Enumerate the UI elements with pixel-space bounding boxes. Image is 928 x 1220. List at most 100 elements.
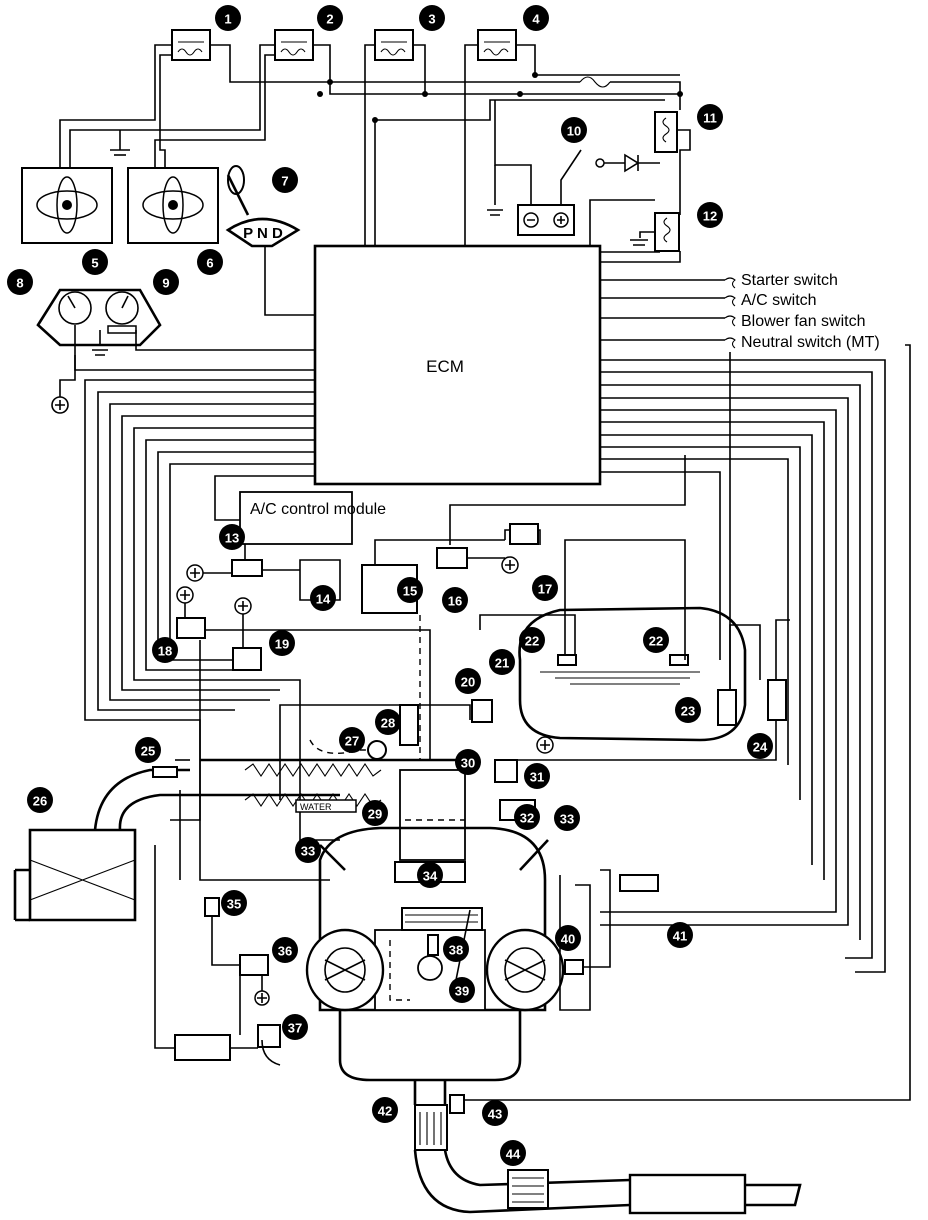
callout-36: 36 bbox=[272, 937, 298, 963]
callout-31: 31 bbox=[524, 763, 550, 789]
callout-number: 20 bbox=[461, 675, 475, 690]
radiator-fan-5 bbox=[21, 167, 113, 244]
callout-5: 5 bbox=[82, 249, 108, 275]
callout-number: 10 bbox=[567, 124, 581, 139]
callout-39: 39 bbox=[449, 977, 475, 1003]
callout-number: 21 bbox=[495, 656, 509, 671]
callout-13: 13 bbox=[219, 524, 245, 550]
callout-34: 34 bbox=[417, 862, 443, 888]
callout-number: 29 bbox=[368, 807, 382, 822]
callout-26: 26 bbox=[27, 787, 53, 813]
callout-number: 1 bbox=[224, 12, 231, 27]
callout-27: 27 bbox=[339, 727, 365, 753]
callout-number: 34 bbox=[423, 869, 438, 884]
label-ac-switch: A/C switch bbox=[741, 292, 817, 309]
callout-16: 16 bbox=[442, 587, 468, 613]
callout-9: 9 bbox=[153, 269, 179, 295]
lower-left-components bbox=[154, 845, 281, 1066]
callout-44: 44 bbox=[500, 1140, 526, 1166]
callout-8: 8 bbox=[7, 269, 33, 295]
callout-24: 24 bbox=[747, 733, 773, 759]
callout-11: 11 bbox=[697, 104, 723, 130]
callout-number: 18 bbox=[158, 644, 172, 659]
intake-plenum: WATER bbox=[200, 699, 554, 861]
callout-number: 31 bbox=[530, 770, 544, 785]
callout-15: 15 bbox=[397, 577, 423, 603]
callout-40: 40 bbox=[555, 925, 581, 951]
callout-number: 23 bbox=[681, 704, 695, 719]
callout-19: 19 bbox=[269, 630, 295, 656]
callout-number: 43 bbox=[488, 1107, 502, 1122]
callout-number: 17 bbox=[538, 582, 552, 597]
battery bbox=[487, 100, 691, 236]
ecm: ECM bbox=[313, 244, 602, 486]
callout-number: 22 bbox=[649, 634, 663, 649]
callout-30: 30 bbox=[455, 749, 481, 775]
inhibitor-switch: P N D bbox=[225, 165, 315, 316]
callout-32: 32 bbox=[514, 804, 540, 830]
callout-35: 35 bbox=[221, 890, 247, 916]
ecm-label: ECM bbox=[426, 357, 464, 376]
callout-number: 33 bbox=[560, 812, 574, 827]
callout-number: 19 bbox=[275, 637, 289, 652]
air-cleaner bbox=[13, 759, 340, 922]
callout-28: 28 bbox=[375, 709, 401, 735]
callout-2: 2 bbox=[317, 5, 343, 31]
callout-4: 4 bbox=[523, 5, 549, 31]
callout-number: 32 bbox=[520, 811, 534, 826]
callout-7: 7 bbox=[272, 167, 298, 193]
callout-29: 29 bbox=[362, 800, 388, 826]
callout-number: 39 bbox=[455, 984, 469, 999]
callout-12: 12 bbox=[697, 202, 723, 228]
callout-number: 14 bbox=[316, 592, 331, 607]
callout-number: 8 bbox=[16, 276, 23, 291]
engine-block bbox=[305, 826, 611, 1082]
callout-18: 18 bbox=[152, 637, 178, 663]
callout-43: 43 bbox=[482, 1100, 508, 1126]
callout-number: 38 bbox=[449, 943, 463, 958]
callout-number: 41 bbox=[673, 929, 687, 944]
water-label: WATER bbox=[300, 802, 332, 812]
relay-4 bbox=[477, 29, 517, 61]
label-blower-fan-switch: Blower fan switch bbox=[741, 313, 866, 330]
callout-1: 1 bbox=[215, 5, 241, 31]
combination-meter bbox=[36, 288, 315, 400]
exhaust-system bbox=[413, 874, 802, 1215]
callout-38: 38 bbox=[443, 936, 469, 962]
callout-number: 40 bbox=[561, 932, 575, 947]
callout-25: 25 bbox=[135, 737, 161, 763]
main-relay bbox=[575, 199, 680, 252]
callout-number: 2 bbox=[326, 12, 333, 27]
callout-number: 4 bbox=[532, 12, 540, 27]
callout-21: 21 bbox=[489, 649, 515, 675]
callout-number: 22 bbox=[525, 634, 539, 649]
signal-wires bbox=[449, 251, 911, 1101]
label-neutral-switch: Neutral switch (MT) bbox=[741, 334, 880, 351]
callout-number: 24 bbox=[753, 740, 768, 755]
callout-41: 41 bbox=[667, 922, 693, 948]
callout-10: 10 bbox=[561, 117, 587, 143]
relay-2 bbox=[274, 29, 314, 61]
callout-number: 6 bbox=[206, 256, 213, 271]
top-wiring bbox=[59, 44, 683, 245]
callout-33: 33 bbox=[295, 837, 321, 863]
callout-number: 28 bbox=[381, 716, 395, 731]
callout-number: 27 bbox=[345, 734, 359, 749]
relay-3 bbox=[374, 29, 414, 61]
callout-number: 16 bbox=[448, 594, 462, 609]
callout-33: 33 bbox=[554, 805, 580, 831]
callout-20: 20 bbox=[455, 668, 481, 694]
callout-number: 42 bbox=[378, 1104, 392, 1119]
callout-number: 33 bbox=[301, 844, 315, 859]
callout-6: 6 bbox=[197, 249, 223, 275]
callout-number: 9 bbox=[162, 276, 169, 291]
callout-42: 42 bbox=[372, 1097, 398, 1123]
callout-14: 14 bbox=[310, 585, 336, 611]
fuel-tank bbox=[479, 539, 790, 761]
callout-17: 17 bbox=[532, 575, 558, 601]
ac-control-module: A/C control module bbox=[186, 491, 386, 601]
callout-number: 26 bbox=[33, 794, 47, 809]
callout-number: 3 bbox=[428, 12, 435, 27]
